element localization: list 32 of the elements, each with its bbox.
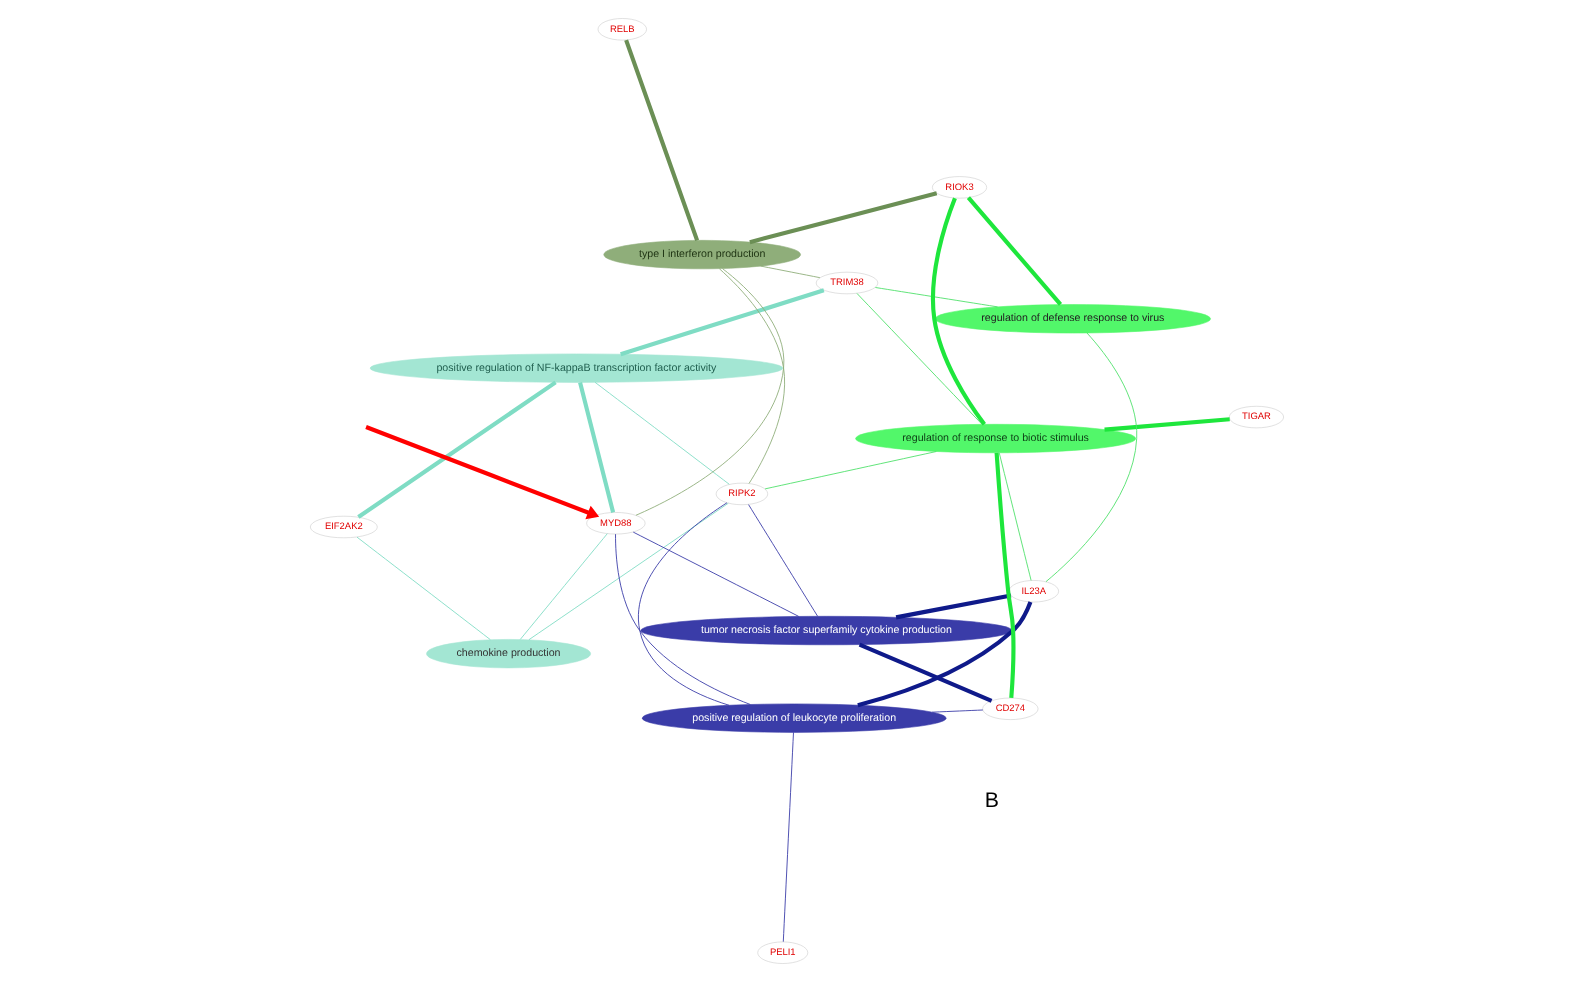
label: B (983, 788, 998, 813)
connector (930, 709, 983, 713)
connector (894, 593, 1011, 620)
connector (717, 268, 785, 484)
connector (623, 39, 699, 242)
connector (781, 732, 793, 943)
connector (929, 197, 985, 426)
connector (631, 531, 799, 617)
connector (857, 642, 992, 703)
connector (855, 293, 982, 425)
connector (993, 452, 1015, 699)
connector (614, 533, 750, 705)
connector (619, 288, 824, 357)
connector (593, 381, 729, 485)
connector (748, 191, 937, 245)
connector (997, 452, 1031, 581)
arrow (364, 425, 599, 520)
connector (1103, 417, 1229, 432)
connector (356, 380, 556, 519)
connector (965, 196, 1062, 306)
connector (763, 451, 936, 490)
connector (856, 601, 1032, 708)
connector (1044, 332, 1137, 583)
connector (355, 536, 490, 641)
connector (527, 502, 728, 641)
connector (577, 381, 615, 513)
connector (636, 502, 729, 706)
connector (634, 268, 784, 516)
connector (873, 287, 998, 308)
connector (518, 533, 607, 640)
connector (759, 265, 820, 279)
connector (747, 504, 818, 617)
